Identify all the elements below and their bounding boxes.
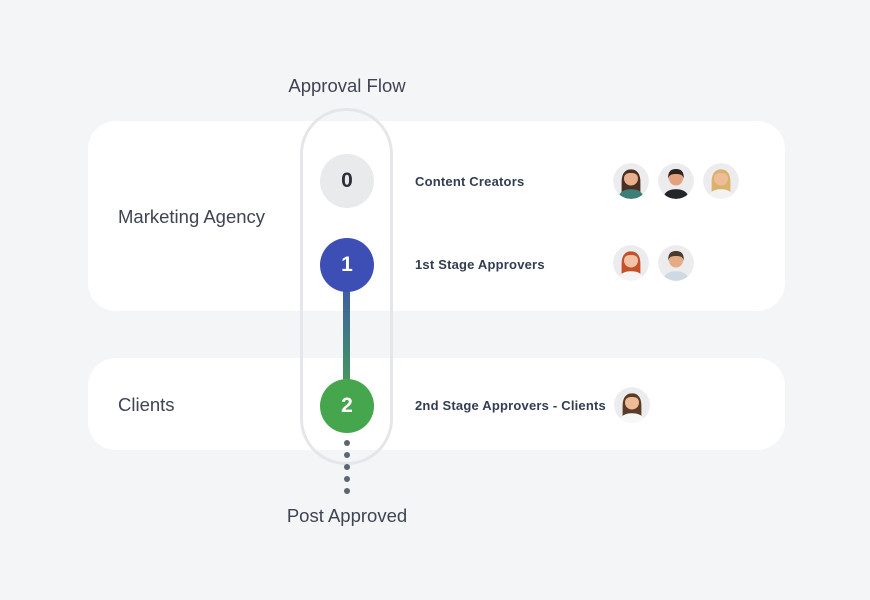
avatar-group-2nd-stage-approvers: [614, 387, 650, 423]
step-label-content-creators: Content Creators: [415, 174, 525, 189]
step-label-2nd-stage-approvers-clients: 2nd Stage Approvers - Clients: [415, 398, 606, 413]
avatar-woman-red-hair: [613, 245, 649, 281]
post-approved-dotted-line: [344, 440, 350, 495]
dot: [344, 452, 350, 458]
avatar-man-dark-curly-hair: [658, 163, 694, 199]
avatar-woman-long-brown-hair: [613, 163, 649, 199]
step-circle-2: 2: [320, 379, 374, 433]
dot: [344, 488, 350, 494]
flow-track-outline: [300, 108, 393, 465]
dot: [344, 440, 350, 446]
group-label-marketing-agency: Marketing Agency: [118, 206, 266, 227]
avatar-woman-blonde: [703, 163, 739, 199]
dot: [344, 464, 350, 470]
step-circle-0: 0: [320, 154, 374, 208]
dot: [344, 476, 350, 482]
step-circle-1: 1: [320, 238, 374, 292]
stage-connector-line: [343, 265, 350, 406]
card-clients: [88, 358, 785, 450]
group-label-clients: Clients: [118, 394, 175, 415]
post-approved-label: Post Approved: [286, 505, 408, 526]
step-label-1st-stage-approvers: 1st Stage Approvers: [415, 257, 545, 272]
avatar-group-content-creators: [613, 163, 739, 199]
avatar-woman-brown-hair-client: [614, 387, 650, 423]
avatar-group-1st-stage-approvers: [613, 245, 694, 281]
diagram-title: Approval Flow: [288, 75, 406, 96]
avatar-man-brown-hair: [658, 245, 694, 281]
